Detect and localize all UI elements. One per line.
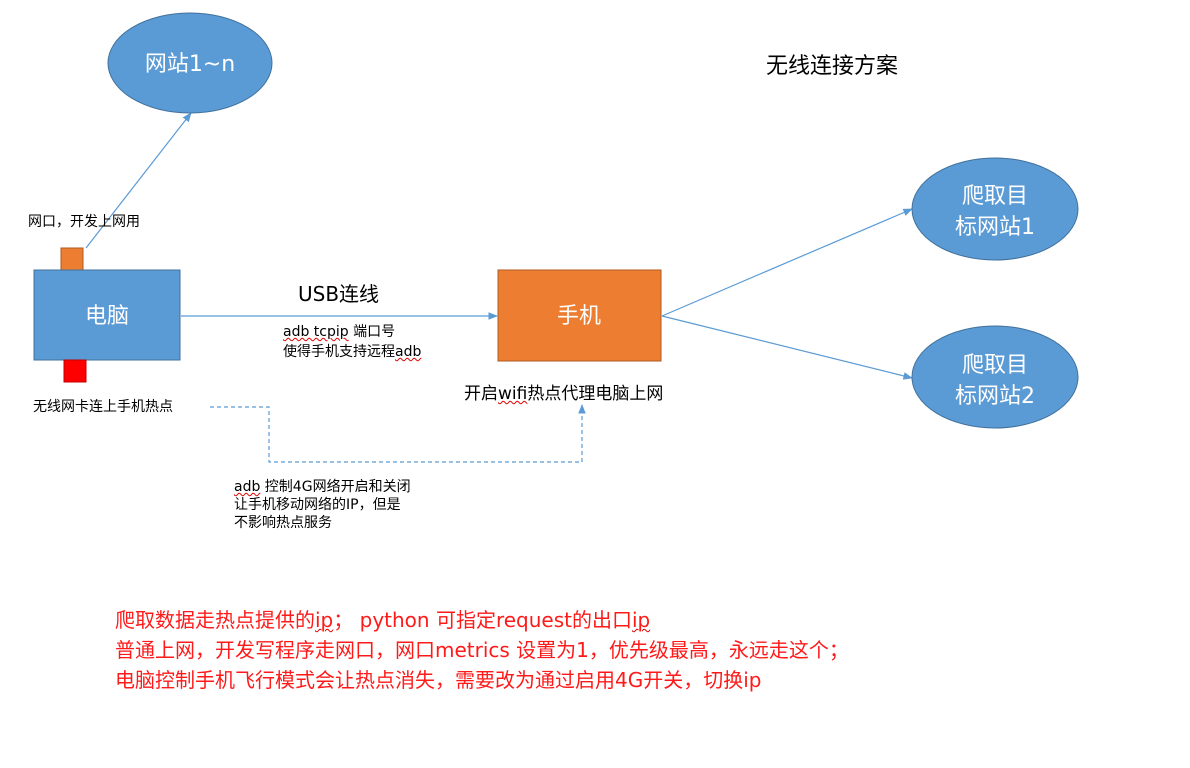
computer-label: 电脑 <box>85 304 129 329</box>
target-site-1-ellipse <box>911 157 1079 261</box>
target-site-1-line2: 标网站1 <box>955 215 1035 240</box>
hotspot-label: 开启wifi热点代理电脑上网 <box>464 379 663 404</box>
adb-4g-rest: 控制4G网络开启和关闭 <box>260 479 411 495</box>
adb-tcpip-label: adb tcpip 端口号 <box>283 323 395 341</box>
arrow-phone-to-target2 <box>661 315 913 380</box>
note-line-2: 普通上网，开发写程序走网口，网口metrics 设置为1，优先级最高，永远走这个… <box>115 638 849 662</box>
adb-4g-line3: 不影响热点服务 <box>234 515 332 531</box>
dashed-hotspot-connector <box>210 404 586 463</box>
wifi-card-port <box>63 359 87 383</box>
adb-remote-command: adb <box>395 344 422 360</box>
diagram-title: 无线连接方案 <box>766 54 899 79</box>
hotspot-prefix: 开启 <box>464 384 498 404</box>
adb-remote-label: 使得手机支持远程adb <box>283 343 421 361</box>
hotspot-wifi: wifi <box>498 384 528 404</box>
adb-4g-line2: 让手机移动网络的IP，但是 <box>234 497 401 513</box>
note-line-1-ip2: ip <box>631 608 651 632</box>
websites-label: 网站1~n <box>145 52 235 77</box>
note-line-1-b: ； python 可指定request的出口 <box>333 608 632 632</box>
hotspot-rest: 热点代理电脑上网 <box>527 384 664 404</box>
usb-label: USB连线 <box>298 282 380 306</box>
arrow-computer-to-websites <box>85 112 192 249</box>
target-site-1-line1: 爬取目 <box>962 184 1028 209</box>
note-line-1: 爬取数据走热点提供的ip； python 可指定request的出口ip <box>115 605 849 635</box>
note-line-1-a: 爬取数据走热点提供的 <box>115 608 315 632</box>
lan-port <box>60 247 84 271</box>
computer-box <box>33 269 181 361</box>
target-site-2-line1: 爬取目 <box>962 353 1028 378</box>
phone-box <box>497 269 662 362</box>
adb-tcpip-command: adb tcpip <box>283 324 349 340</box>
lan-port-label: 网口，开发上网用 <box>28 214 140 230</box>
wifi-card-label: 无线网卡连上手机热点 <box>33 399 173 415</box>
target-site-2-line2: 标网站2 <box>955 384 1035 409</box>
phone-label: 手机 <box>557 304 601 329</box>
target-site-2-ellipse <box>911 325 1079 429</box>
note-line-3: 电脑控制手机飞行模式会让热点消失，需要改为通过启用4G开关，切换ip <box>115 668 762 692</box>
adb-tcpip-port: 端口号 <box>348 324 396 340</box>
adb-remote-prefix: 使得手机支持远程 <box>283 344 395 360</box>
adb-4g-command: adb <box>234 479 261 495</box>
adb-4g-label: adb 控制4G网络开启和关闭 让手机移动网络的IP，但是 不影响热点服务 <box>234 478 411 532</box>
arrow-phone-to-target1 <box>661 208 913 317</box>
notes: 爬取数据走热点提供的ip； python 可指定request的出口ip 普通上… <box>115 605 849 695</box>
note-line-1-ip: ip <box>315 608 334 632</box>
websites-ellipse <box>107 12 273 114</box>
